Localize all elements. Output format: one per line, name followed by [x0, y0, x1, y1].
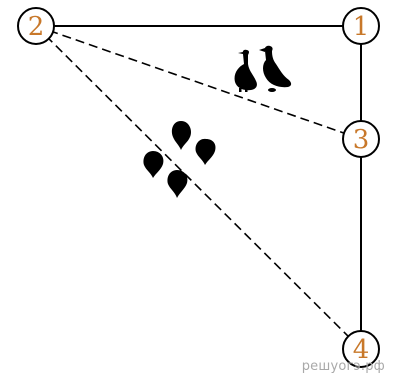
node-4: 4: [342, 330, 380, 368]
node-2-label: 2: [28, 12, 45, 42]
node-1: 1: [342, 7, 380, 45]
leaves-icon: [143, 121, 216, 198]
node-3-label: 3: [353, 125, 370, 155]
watermark-text: решуогэ.рф: [301, 359, 385, 374]
node-2: 2: [17, 7, 55, 45]
edge-2-4: [35, 25, 362, 350]
edge-2-3: [35, 25, 362, 140]
node-3: 3: [342, 120, 380, 158]
node-1-label: 1: [353, 12, 370, 42]
node-4-label: 4: [353, 335, 370, 365]
geese-icon: [234, 45, 292, 92]
